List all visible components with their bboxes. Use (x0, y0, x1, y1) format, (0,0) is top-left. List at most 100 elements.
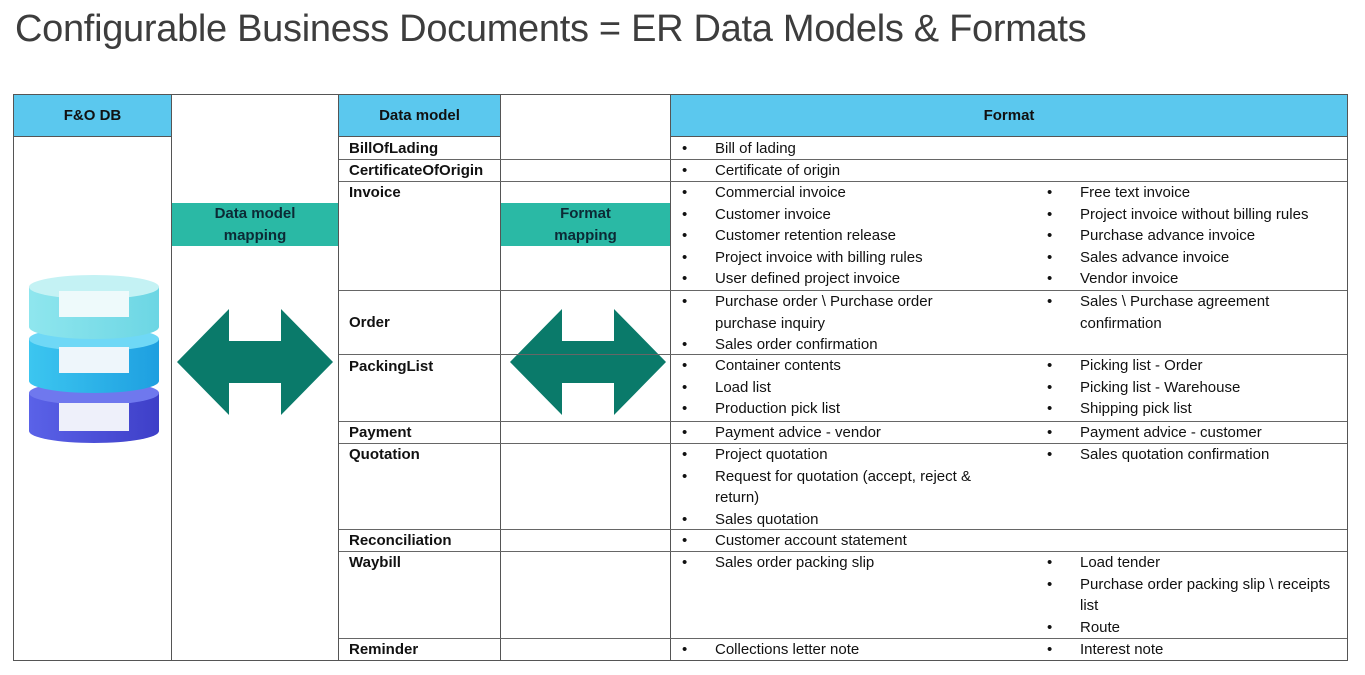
format-list-right: •Sales quotation confirmation (1036, 444, 1347, 466)
format-item: • Payment advice - vendor (671, 422, 993, 444)
format-list-left: • Collections letter note (671, 639, 993, 661)
format-item-label: Load list (715, 378, 771, 396)
double-arrow-icon (177, 309, 333, 415)
table-row: Order•Purchase order \ Purchase order pu… (339, 291, 1347, 355)
divider-line (338, 94, 339, 661)
data-model-name: Invoice (349, 184, 401, 201)
format-list-left: •Commercial invoice•Customer invoice•Cus… (671, 182, 993, 290)
format-item: •Customer account statement (671, 530, 993, 552)
mapping-label-line: Data model (214, 204, 296, 222)
bullet-icon: • (1047, 227, 1053, 244)
format-item-label: Project invoice without billing rules (1080, 205, 1309, 223)
data-model-name: CertificateOfOrigin (349, 162, 484, 179)
format-item-label: Sales quotation (715, 510, 819, 528)
format-item-label: Customer account statement (715, 532, 907, 549)
bullet-icon: • (1047, 205, 1053, 223)
format-item-label: Customer retention release (715, 227, 896, 244)
db-header: F&O DB (14, 95, 171, 137)
format-item-label: Shipping pick list (1080, 400, 1192, 417)
format-item: •Project invoice with billing rules (671, 247, 993, 269)
format-item-label: Payment advice - vendor (715, 424, 881, 441)
format-item: •Sales quotation confirmation (1036, 444, 1347, 466)
bullet-icon: • (682, 510, 688, 528)
bullet-icon: • (682, 424, 688, 441)
data-model-name: Reconciliation (349, 532, 452, 549)
bullet-icon: • (682, 140, 688, 157)
format-item-label: Project quotation (715, 446, 828, 463)
format-header: Format (671, 95, 1347, 137)
bullet-icon: • (1047, 293, 1053, 310)
format-item-label: Production pick list (715, 400, 841, 417)
bullet-icon: • (1047, 424, 1053, 441)
table-row: Quotation•Project quotation•Request for … (339, 444, 1347, 530)
format-item: • Load list (671, 377, 993, 399)
format-item: •Customer retention release (671, 225, 993, 247)
data-model-name: Waybill (349, 554, 401, 571)
bullet-icon: • (1047, 248, 1053, 266)
bullet-icon: • (1047, 378, 1053, 396)
data-model-name: Payment (349, 424, 412, 441)
format-list-right: •Sales \ Purchase agreement confirmation (1036, 291, 1347, 334)
bullet-icon: • (1047, 575, 1053, 593)
data-model-name: BillOfLading (349, 140, 439, 157)
bullet-icon: • (682, 467, 688, 485)
bullet-icon: • (1047, 554, 1053, 571)
format-list-left: • Container contents • Load list • Production… (671, 355, 993, 420)
format-item: • Collections letter note (671, 639, 993, 661)
page-title: Configurable Business Documents = ER Dat… (15, 8, 1087, 50)
format-item: •Sales \ Purchase agreement confirmation (1036, 291, 1347, 334)
format-list-left: •Purchase order \ Purchase order purchas… (671, 291, 993, 356)
format-item: • Purchase order packing slip \ receipts … (1036, 574, 1347, 617)
format-item: •Purchase order \ Purchase order purchas… (671, 291, 993, 334)
bullet-icon: • (682, 378, 688, 396)
database-icon (29, 275, 159, 443)
format-item-label: Vendor invoice (1080, 270, 1179, 287)
double-arrow-icon (510, 309, 666, 415)
format-item-label: Picking list - Order (1080, 357, 1203, 374)
divider-line (500, 94, 501, 661)
format-item-label: Free text invoice (1080, 184, 1191, 201)
divider-line (670, 94, 671, 661)
format-item-label: Picking list - Warehouse (1080, 378, 1241, 396)
bullet-icon: • (1047, 357, 1053, 374)
format-item: •Certificate of origin (671, 160, 993, 182)
format-item: • Payment advice - customer (1036, 422, 1347, 444)
table-row: PackingList•Container contents•Load list… (339, 355, 1347, 422)
data-model-name: Reminder (349, 641, 419, 658)
format-item-label: Bill of lading (715, 140, 796, 157)
format-list-right: •Load tender•Purchase order packing slip… (1036, 552, 1347, 638)
format-list-right: • Picking list - Order • Picking list - War… (1036, 355, 1347, 420)
bullet-icon: • (682, 248, 688, 266)
format-item-label: Certificate of origin (715, 162, 841, 179)
format-item: •User defined project invoice (671, 268, 993, 290)
format-item-label: Purchase advance invoice (1080, 227, 1256, 244)
format-item-label: Commercial invoice (715, 184, 846, 201)
data-model-name: Quotation (349, 446, 420, 463)
bullet-icon: • (682, 293, 688, 310)
format-item-label: Route (1080, 618, 1121, 636)
bullet-icon: • (682, 400, 688, 417)
format-list-right: • Payment advice - customer (1036, 422, 1347, 444)
table-row: Invoice•Commercial invoice•Customer invo… (339, 182, 1347, 291)
bullet-icon: • (682, 357, 688, 374)
format-list-right: • Free text invoice • Project invoice witho… (1036, 182, 1347, 290)
format-item: •Load tender (1036, 552, 1347, 574)
bullet-icon: • (682, 184, 688, 201)
format-item: • Sales quotation (671, 509, 993, 531)
mapping-label-line: Format (560, 204, 611, 222)
format-item: •Vendor invoice (1036, 268, 1347, 290)
format-item: • Purchase advance invoice (1036, 225, 1347, 247)
format-item: •Project quotation (671, 444, 993, 466)
bullet-icon: • (1047, 618, 1053, 636)
format-item-label: Container contents (715, 357, 841, 374)
format-item-label: Collections letter note (715, 641, 860, 658)
format-item: • Container contents (671, 355, 993, 377)
bullet-icon: • (1047, 400, 1053, 417)
format-item: •Sales order confirmation (671, 334, 993, 356)
format-item-label: Sales order confirmation (715, 336, 878, 353)
bullet-icon: • (682, 641, 688, 658)
table-row: Payment • Payment advice - vendor • Payment … (339, 422, 1347, 444)
table-row: CertificateOfOrigin •Certificate of origi… (339, 160, 1347, 182)
format-item-label: Payment advice - customer (1080, 424, 1262, 441)
format-item-label: Purchase order packing slip \ receipts l… (1080, 575, 1331, 615)
